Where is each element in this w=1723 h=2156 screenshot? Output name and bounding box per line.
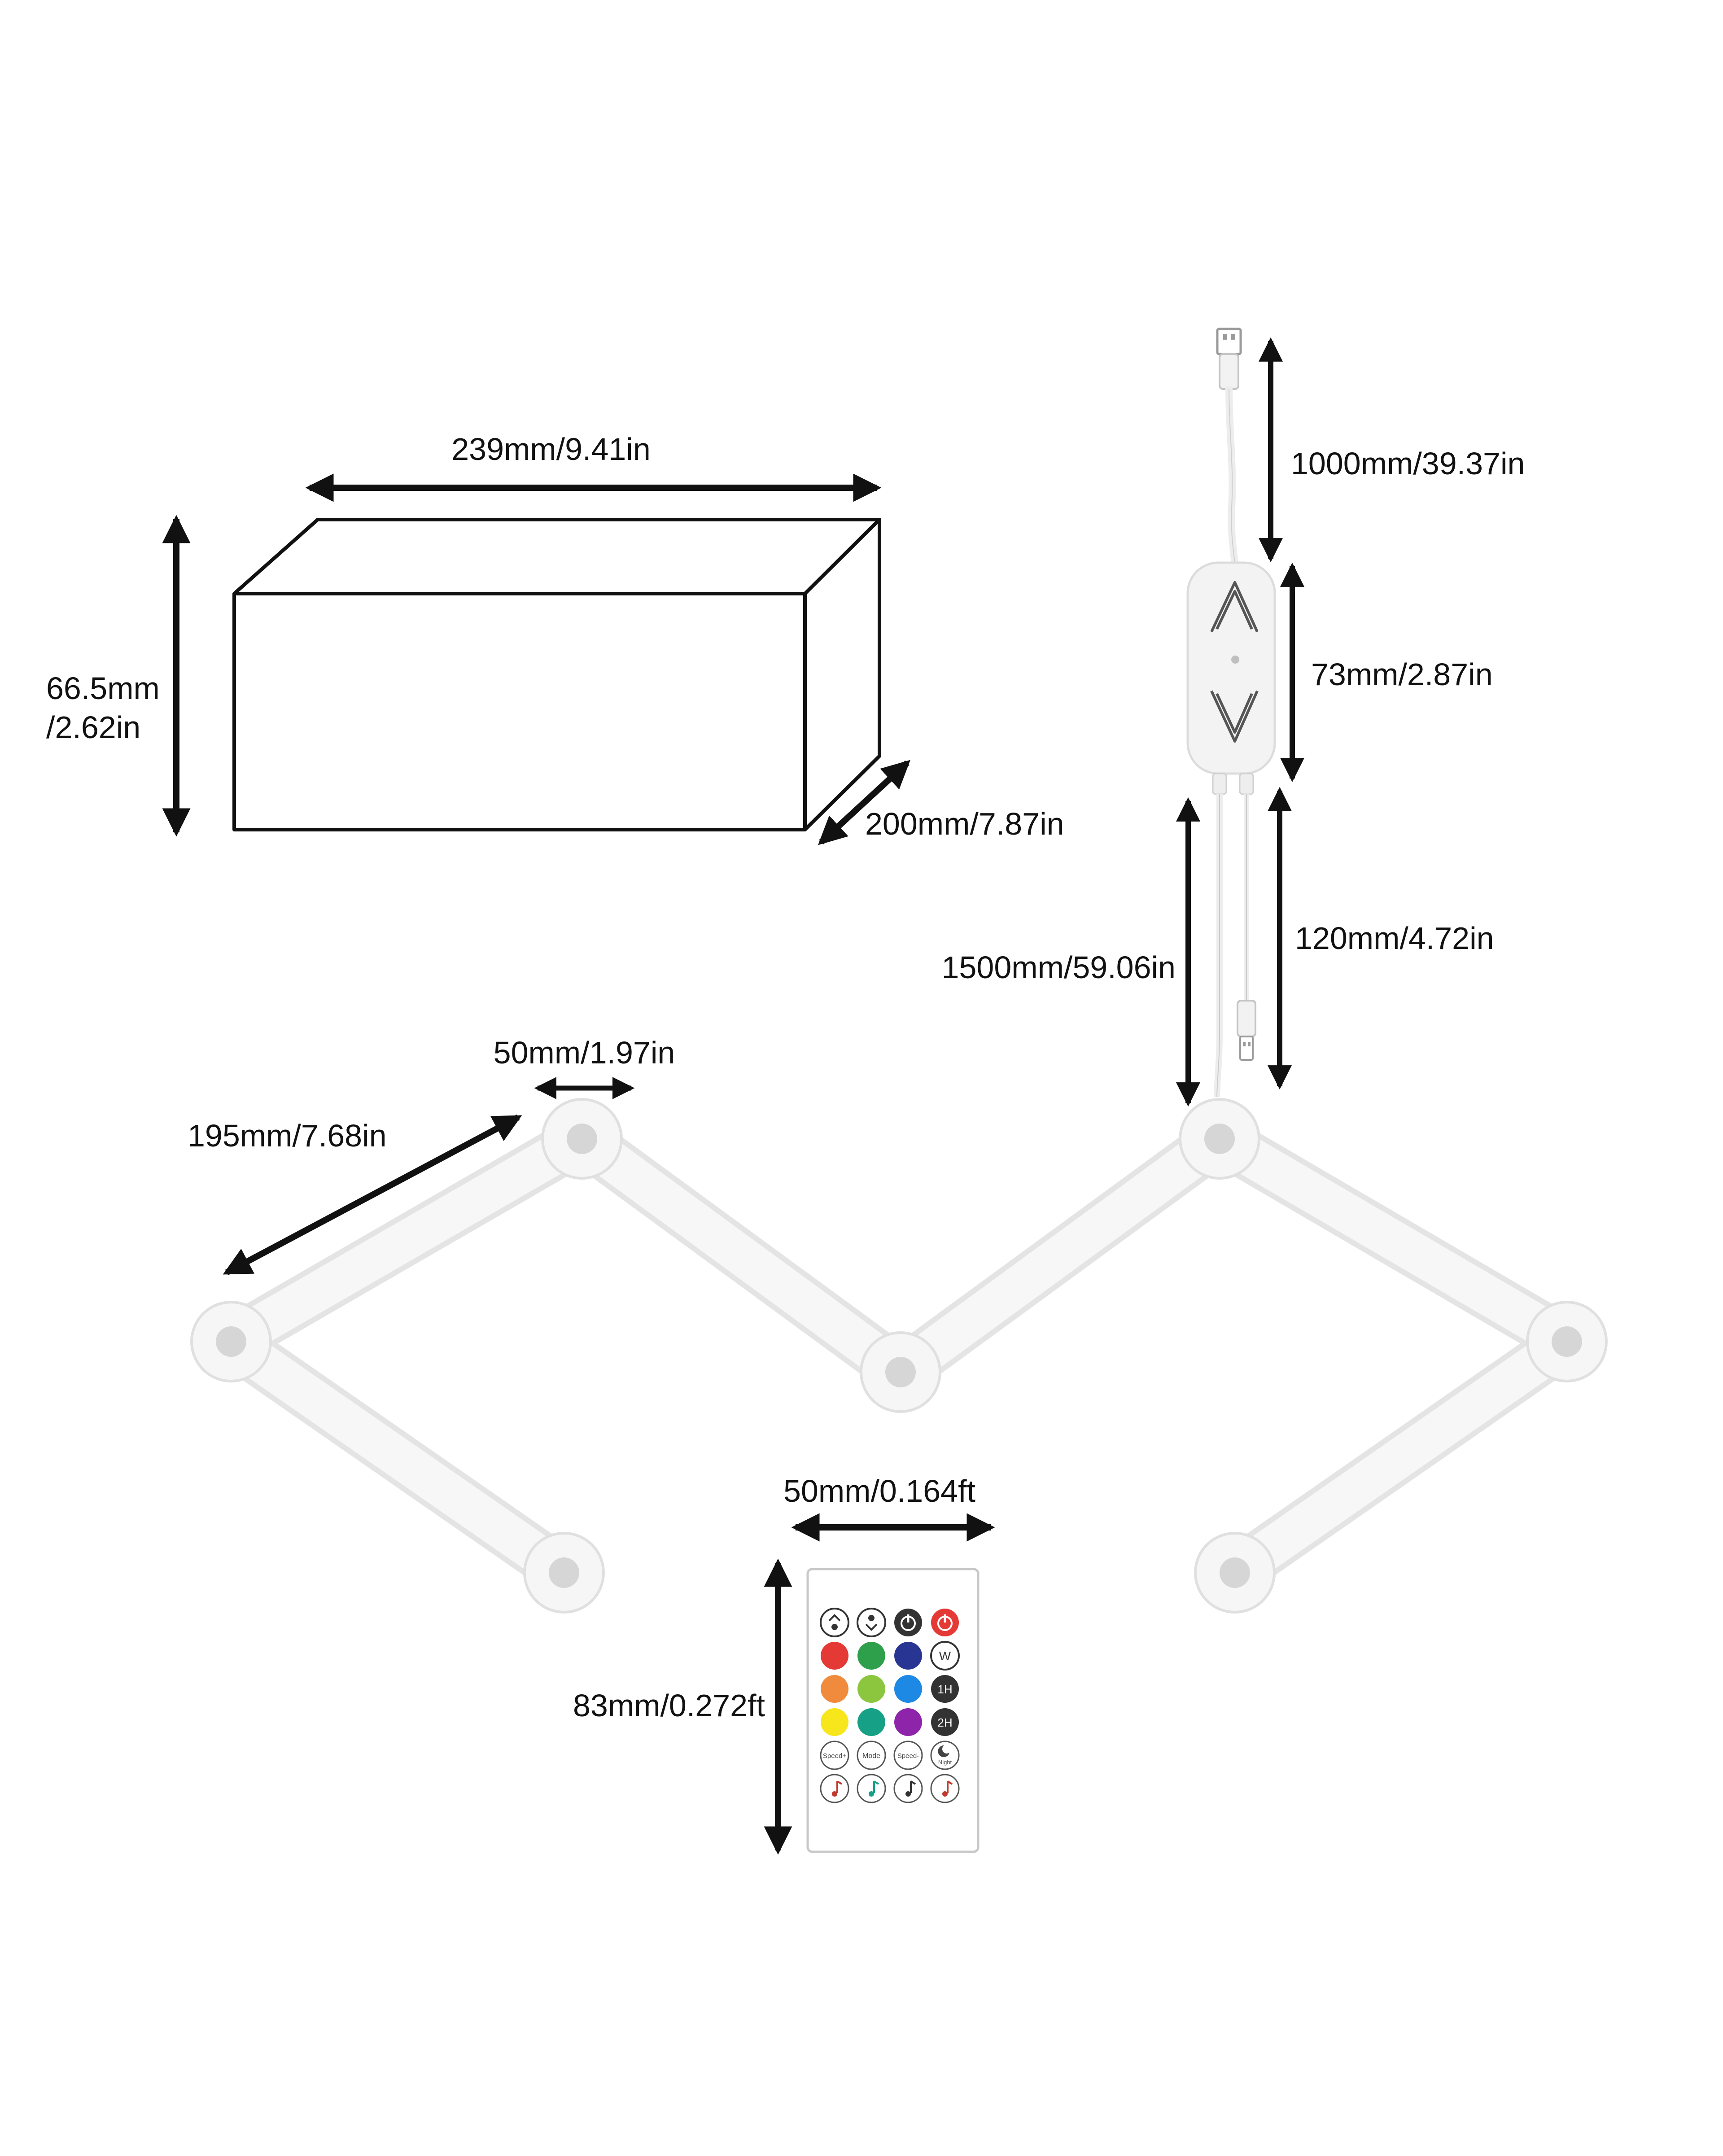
speed-up-button: Speed+ bbox=[820, 1741, 849, 1770]
light-hub bbox=[1526, 1301, 1608, 1382]
timer-2h-button: 2H bbox=[931, 1708, 959, 1736]
night-label: Night bbox=[938, 1759, 952, 1766]
remote-width-label: 50mm/0.164ft bbox=[783, 1474, 975, 1509]
box-height-label-line2: /2.62in bbox=[46, 710, 140, 745]
teal-button bbox=[857, 1708, 885, 1736]
light-bar-segments bbox=[206, 1114, 1592, 1598]
light-bars bbox=[190, 1098, 1608, 1614]
mode-button: Mode bbox=[857, 1741, 886, 1770]
light-hub bbox=[541, 1098, 623, 1180]
usb-plug-icon bbox=[1216, 328, 1242, 390]
box-depth-arrow bbox=[818, 760, 910, 845]
light-hub bbox=[1194, 1532, 1276, 1614]
blue-button bbox=[894, 1642, 922, 1670]
bar-length-label: 195mm/7.68in bbox=[188, 1118, 387, 1153]
light-hubs bbox=[190, 1098, 1608, 1614]
chevron-down-icon bbox=[1210, 690, 1259, 743]
remote-height-label: 83mm/0.272ft bbox=[573, 1688, 765, 1723]
short-cable-label: 120mm/4.72in bbox=[1295, 921, 1494, 956]
controller-body-label: 73mm/2.87in bbox=[1311, 657, 1493, 692]
light-hub bbox=[190, 1301, 272, 1382]
speed-up-label: Speed+ bbox=[823, 1752, 846, 1760]
light-hub bbox=[860, 1331, 941, 1413]
timer-1h-label: 1H bbox=[937, 1683, 952, 1696]
timer-1h-button: 1H bbox=[931, 1675, 959, 1703]
brightness-down-icon bbox=[857, 1608, 886, 1637]
red-button bbox=[821, 1642, 848, 1670]
mode-label: Mode bbox=[862, 1752, 880, 1760]
box-width-label: 239mm/9.41in bbox=[451, 432, 651, 467]
bar-length-arrow bbox=[223, 1114, 522, 1276]
music-mode-1-icon bbox=[820, 1774, 849, 1803]
box-top-face bbox=[233, 518, 881, 595]
remote-control: W 1H 2H Speed+ Mode Speed- Night bbox=[806, 1568, 980, 1853]
night-button: Night bbox=[930, 1741, 960, 1770]
yellow-button bbox=[821, 1708, 848, 1736]
music-mode-4-icon bbox=[930, 1774, 960, 1803]
box-drawing bbox=[232, 518, 881, 831]
box-side-face bbox=[804, 520, 881, 831]
white-button-label: W bbox=[939, 1649, 951, 1663]
sky-blue-button bbox=[894, 1675, 922, 1703]
box-height-label-line1: 66.5mm bbox=[46, 671, 160, 706]
power-off-icon bbox=[894, 1609, 922, 1636]
remote-buttons: W 1H 2H Speed+ Mode Speed- Night bbox=[820, 1608, 960, 1803]
usb-connector-icon bbox=[1237, 1000, 1256, 1061]
brightness-up-icon bbox=[820, 1608, 849, 1637]
strip-cable-label: 1500mm/59.06in bbox=[942, 950, 1176, 985]
timer-2h-label: 2H bbox=[937, 1716, 952, 1729]
power-on-icon bbox=[931, 1609, 959, 1636]
controller-assembly bbox=[1186, 328, 1276, 1098]
light-green-button bbox=[857, 1675, 885, 1703]
speed-down-label: Speed- bbox=[897, 1752, 919, 1760]
music-mode-2-icon bbox=[857, 1774, 886, 1803]
controller-body bbox=[1186, 561, 1276, 775]
chevron-up-icon bbox=[1210, 581, 1259, 633]
usb-cable-label: 1000mm/39.37in bbox=[1291, 446, 1525, 481]
white-button: W bbox=[930, 1641, 960, 1671]
green-button bbox=[857, 1642, 885, 1670]
speed-down-button: Speed- bbox=[893, 1741, 923, 1770]
light-hub bbox=[1179, 1098, 1260, 1180]
box-front-face bbox=[232, 592, 807, 831]
purple-button bbox=[894, 1708, 922, 1736]
light-hub bbox=[523, 1532, 605, 1614]
music-mode-3-icon bbox=[893, 1774, 923, 1803]
box-depth-label: 200mm/7.87in bbox=[865, 806, 1064, 841]
orange-button bbox=[821, 1675, 848, 1703]
hub-diameter-label: 50mm/1.97in bbox=[494, 1035, 675, 1070]
